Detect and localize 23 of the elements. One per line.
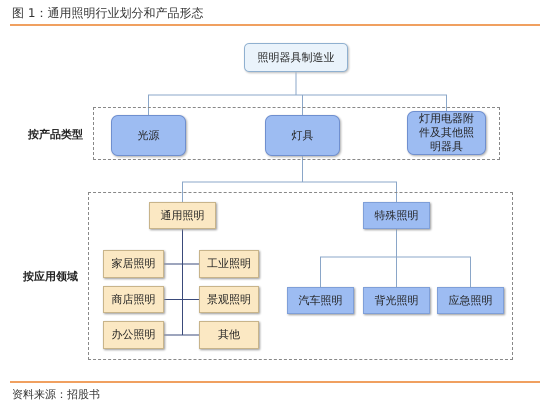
- connector-line: [296, 72, 447, 112]
- figure-title: 图 1：通用照明行业划分和产品形态: [12, 5, 204, 22]
- category-box: 工业照明: [199, 250, 259, 278]
- group-label: 按产品类型: [28, 126, 83, 142]
- group-label: 按应用领域: [23, 269, 78, 284]
- category-box: 家居照明: [103, 250, 164, 278]
- connector-line: [182, 228, 200, 336]
- category-box: 景观照明: [199, 286, 259, 313]
- connector-line: [302, 156, 397, 202]
- root-box: 照明器具制造业: [244, 43, 348, 72]
- category-box: 灯具: [265, 115, 340, 156]
- category-box: 商店照明: [103, 286, 164, 313]
- category-box: 灯用电器附件及其他照明器具: [407, 111, 486, 155]
- category-box: 特殊照明: [363, 202, 430, 229]
- connector-line: [396, 228, 471, 288]
- category-box: 通用照明: [149, 202, 216, 229]
- category-box: 办公照明: [103, 321, 164, 349]
- category-box: 应急照明: [437, 287, 504, 314]
- category-box: 汽车照明: [287, 287, 354, 314]
- category-box: 背光照明: [363, 287, 430, 314]
- category-box: 光源: [111, 115, 186, 156]
- category-box: 其他: [199, 321, 259, 349]
- source-note: 资料来源：招股书: [12, 387, 100, 402]
